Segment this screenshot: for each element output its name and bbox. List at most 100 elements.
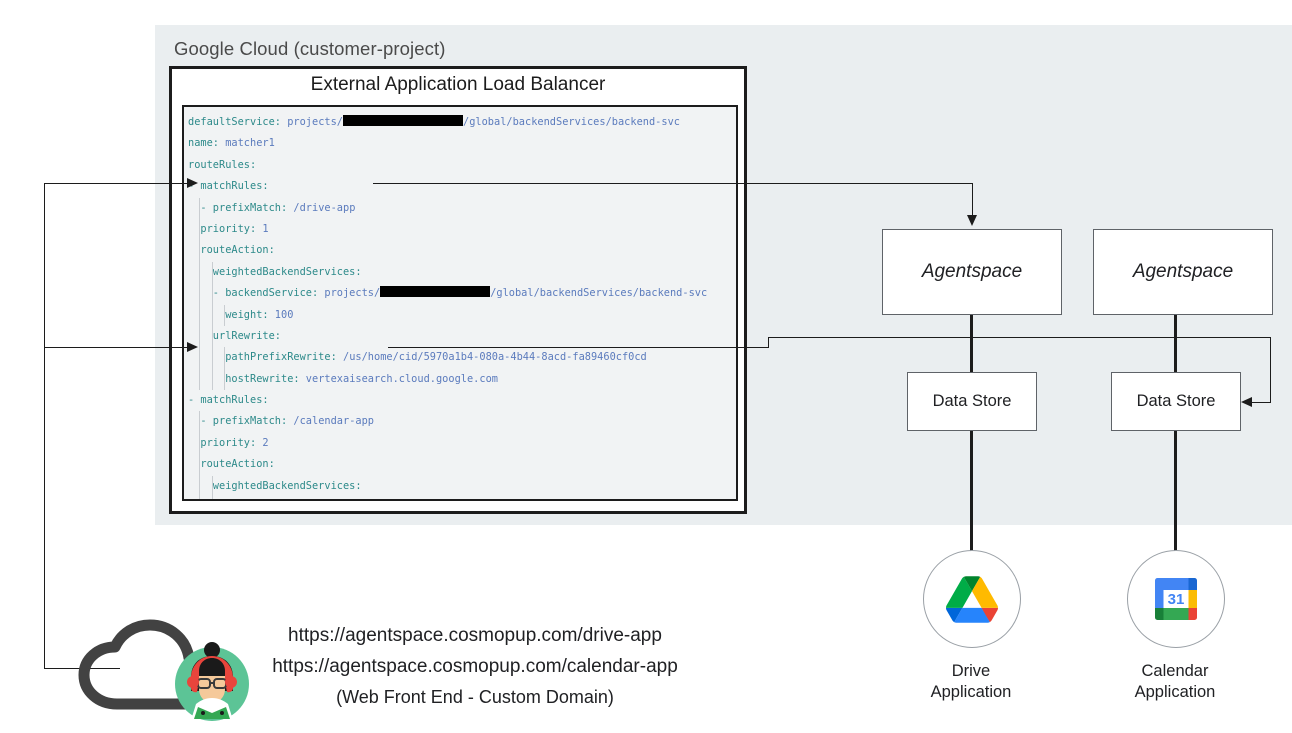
calendar-route-step-vertical <box>768 337 770 348</box>
client-trunk-vertical <box>44 183 46 669</box>
yaml-key: - matchRules: <box>188 394 269 407</box>
yaml-value: 2 <box>256 436 269 449</box>
yaml-line: priority: 2 <box>188 432 736 455</box>
yaml-key: pathPrefixRewrite: <box>188 351 337 364</box>
drive-application-circle[interactable] <box>923 550 1021 648</box>
yaml-line: name: matcher1 <box>188 133 736 154</box>
node-agentspace-left[interactable]: Agentspace <box>882 229 1062 315</box>
yaml-line: hostRewrite: vertexaisearch.cloud.google… <box>188 368 736 391</box>
yaml-indent-guide <box>224 304 226 326</box>
yaml-value: /calendar-app <box>287 415 374 428</box>
yaml-key: weightedBackendServices: <box>188 479 362 492</box>
yaml-indent-guide <box>199 475 201 498</box>
calendar-route-horizontal-b <box>768 337 1271 339</box>
yaml-line: routeAction: <box>188 240 736 262</box>
yaml-indent-guide <box>199 304 201 326</box>
yaml-key: urlRewrite: <box>188 329 281 342</box>
calendar-application-circle[interactable]: 31 <box>1127 550 1225 648</box>
drive-route-vertical <box>972 183 974 217</box>
yaml-key: defaultService: <box>188 116 281 128</box>
calendar-application-label: Calendar Application <box>1085 661 1265 703</box>
yaml-indent-guide <box>199 432 201 455</box>
calendar-route-arrow <box>1241 396 1252 407</box>
calendar-request-line <box>44 347 189 349</box>
yaml-value-suffix: /global/backendServices/backend-svc <box>490 287 708 300</box>
yaml-line: defaultService: projects//global/backend… <box>188 112 736 133</box>
yaml-value: 1 <box>256 222 269 235</box>
yaml-indent-guide <box>211 368 213 391</box>
yaml-key: routeAction: <box>188 458 275 471</box>
node-agentspace-right[interactable]: Agentspace <box>1093 229 1273 315</box>
node-datastore-left[interactable]: Data Store <box>907 372 1037 431</box>
google-cloud-panel-title: Google Cloud (customer-project) <box>174 38 446 59</box>
yaml-indent-guide <box>199 497 201 499</box>
yaml-value: vertexaisearch.cloud.google.com <box>299 372 498 385</box>
agentspace-right-to-datastore-right <box>1174 315 1178 372</box>
datastore-left-to-drive-app <box>970 431 974 551</box>
yaml-indent-guide <box>199 283 201 305</box>
redacted-project-id <box>380 500 490 501</box>
yaml-line: weight: 100 <box>188 304 736 326</box>
url-map-yaml-block: defaultService: projects/ /global/backend… <box>182 105 738 501</box>
google-calendar-icon: 31 <box>1155 578 1197 620</box>
yaml-line: - prefixMatch: /drive-app <box>188 197 736 219</box>
yaml-key: weight: <box>188 308 269 321</box>
yaml-key: weightedBackendServices: <box>188 265 362 278</box>
yaml-value: /drive-app <box>287 201 356 214</box>
client-caption: (Web Front End - Custom Domain) <box>336 687 614 707</box>
yaml-key: - prefixMatch: <box>188 415 288 428</box>
yaml-key: routeRules: <box>188 158 257 171</box>
url-calendar-app[interactable]: https://agentspace.cosmopup.com/calendar… <box>272 656 678 677</box>
yaml-key: priority: <box>188 222 257 235</box>
yaml-indent-guide <box>224 368 226 391</box>
client-endpoint[interactable] <box>72 612 262 722</box>
yaml-indent-guide <box>211 283 213 305</box>
yaml-indent-guide <box>199 325 201 348</box>
yaml-indent-guide <box>199 411 201 433</box>
yaml-indent-guide <box>211 347 213 369</box>
yaml-value: /us/home/cid/5970a1b4-080a-4b44-8acd-fa8… <box>336 351 647 364</box>
url-drive-app[interactable]: https://agentspace.cosmopup.com/drive-ap… <box>288 625 662 646</box>
yaml-value: projects/ <box>318 287 381 300</box>
calendar-label-line2: Application <box>1134 683 1216 701</box>
datastore-right-to-calendar-app <box>1174 431 1178 551</box>
yaml-line: - matchRules: <box>188 390 736 411</box>
yaml-indent-guide <box>199 368 201 391</box>
node-datastore-right[interactable]: Data Store <box>1111 372 1241 431</box>
yaml-key: - backendService: <box>188 287 319 300</box>
yaml-content: defaultService: projects/ /global/backend… <box>188 112 736 501</box>
yaml-value: projects/ <box>281 116 343 128</box>
yaml-indent-guide <box>211 261 213 284</box>
redacted-project-id <box>380 286 491 298</box>
drive-request-arrow <box>187 177 198 188</box>
calendar-route-down <box>1270 337 1272 402</box>
calendar-label-line1: Calendar <box>1141 662 1209 680</box>
yaml-indent-guide <box>199 454 201 476</box>
drive-label-line2: Application <box>930 683 1012 701</box>
yaml-line: - matchRules: <box>188 176 736 197</box>
yaml-line: weightedBackendServices: <box>188 475 736 498</box>
yaml-line: routeAction: <box>188 454 736 476</box>
calendar-route-horizontal-a <box>388 347 769 349</box>
drive-label-line1: Drive <box>951 662 991 680</box>
redacted-project-id <box>343 115 463 126</box>
drive-request-line <box>44 183 189 185</box>
yaml-line: - backendService: projects/ /global/backe… <box>188 283 736 305</box>
yaml-indent-guide <box>199 347 201 369</box>
yaml-indent-guide <box>211 325 213 348</box>
yaml-key: priority: <box>188 436 257 449</box>
cloud-user-icon <box>78 619 249 721</box>
calendar-day-number: 31 <box>1168 591 1185 608</box>
drive-route-arrow <box>966 215 977 226</box>
yaml-line: weightedBackendServices: <box>188 261 736 284</box>
yaml-key: hostRewrite: <box>188 372 300 385</box>
yaml-line: routeRules: <box>188 155 736 176</box>
calendar-request-arrow <box>187 341 198 352</box>
yaml-indent-guide <box>211 304 213 326</box>
drive-application-label: Drive Application <box>881 661 1061 703</box>
agentspace-left-to-datastore-left <box>970 315 974 372</box>
yaml-line: - prefixMatch: /calendar-app <box>188 411 736 433</box>
google-drive-icon <box>946 575 998 623</box>
yaml-indent-guide <box>199 240 201 262</box>
